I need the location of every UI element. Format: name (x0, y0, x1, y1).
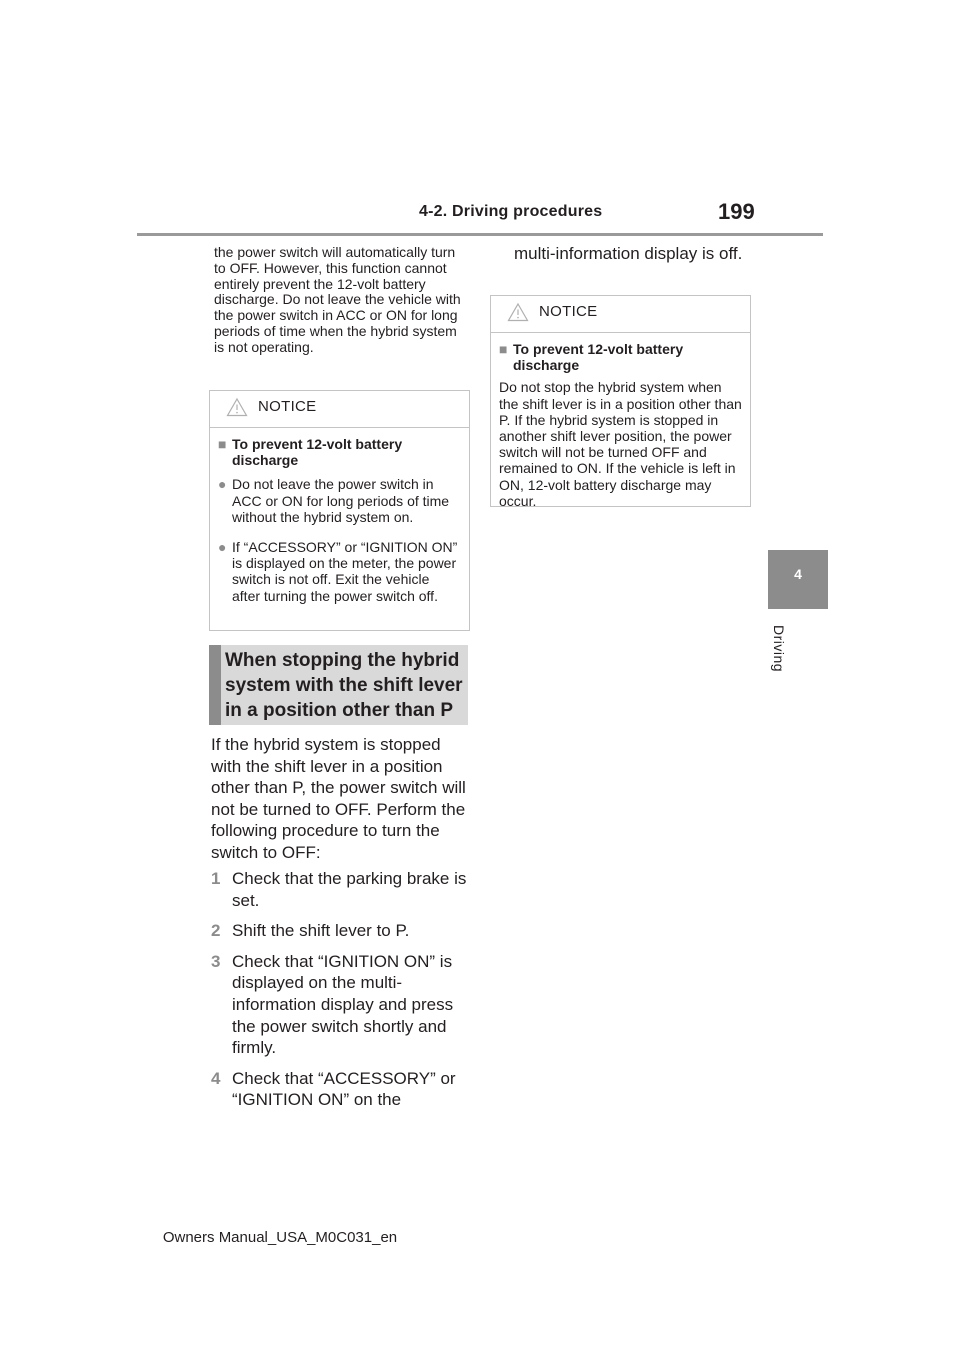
notice-bullet: ●If “ACCESSORY” or “IGNITION ON” is disp… (218, 539, 458, 604)
step-item: 4 Check that “ACCESSORY” or “IGNITION ON… (211, 1068, 471, 1111)
step-item: 3 Check that “IGNITION ON” is displayed … (211, 951, 471, 1059)
step-number: 3 (211, 951, 221, 971)
footer-text: Owners Manual_USA_M0C031_en (162, 1229, 398, 1246)
step-text: Check that the parking brake is set. (232, 869, 467, 910)
notice-title: NOTICE (539, 303, 598, 320)
step-continuation: multi-information display is off. (514, 244, 743, 263)
notice-box: NOTICE ■To prevent 12-volt battery disch… (490, 295, 751, 509)
warning-icon (226, 397, 248, 417)
step-item: 1 Check that the parking brake is set. (211, 868, 471, 911)
notice-subheading: ■To prevent 12-volt battery discharge (499, 341, 684, 374)
square-bullet-icon: ■ (218, 436, 227, 452)
square-bullet-icon: ■ (499, 341, 508, 357)
step-text: Shift the shift lever to P. (232, 921, 410, 941)
step-text: Check that “ACCESSORY” or “IGNITION ON” … (232, 1068, 456, 1110)
chapter-tab (768, 550, 828, 609)
chapter-number: 4 (794, 566, 802, 582)
notice-subheading: ■To prevent 12-volt battery discharge (218, 436, 403, 469)
step-number: 4 (211, 1068, 221, 1088)
notice-box: NOTICE ■To prevent 12-volt battery disch… (209, 390, 470, 631)
page-number: 199 (718, 199, 755, 224)
section-heading: When stopping the hybrid system with the… (225, 650, 463, 721)
step-list: 1 Check that the parking brake is set. 2… (211, 868, 471, 1111)
step-text: Check that “IGNITION ON” is displayed on… (232, 951, 454, 1058)
intro-paragraph: the power switch will automatically turn… (214, 244, 461, 355)
section-heading-bg (209, 645, 468, 725)
step-item: 2 Shift the shift lever to P. (211, 920, 471, 942)
chapter-label: Driving (771, 625, 787, 673)
step-number: 1 (211, 869, 221, 888)
round-bullet-icon: ● (218, 539, 227, 556)
notice-header: NOTICE (210, 391, 469, 428)
notice-title: NOTICE (258, 398, 317, 415)
section-heading-bar (209, 645, 221, 725)
notice-bullet: ●Do not leave the power switch in ACC or… (218, 476, 450, 525)
round-bullet-icon: ● (218, 476, 227, 493)
warning-icon (507, 302, 529, 322)
section-header: 4-2. Driving procedures (419, 203, 603, 220)
step-number: 2 (211, 921, 221, 941)
header-rule (137, 233, 823, 236)
body-paragraph: If the hybrid system is stopped with the… (211, 735, 466, 862)
notice-header: NOTICE (491, 296, 750, 333)
notice-text: Do not stop the hybrid system when the s… (499, 379, 742, 509)
